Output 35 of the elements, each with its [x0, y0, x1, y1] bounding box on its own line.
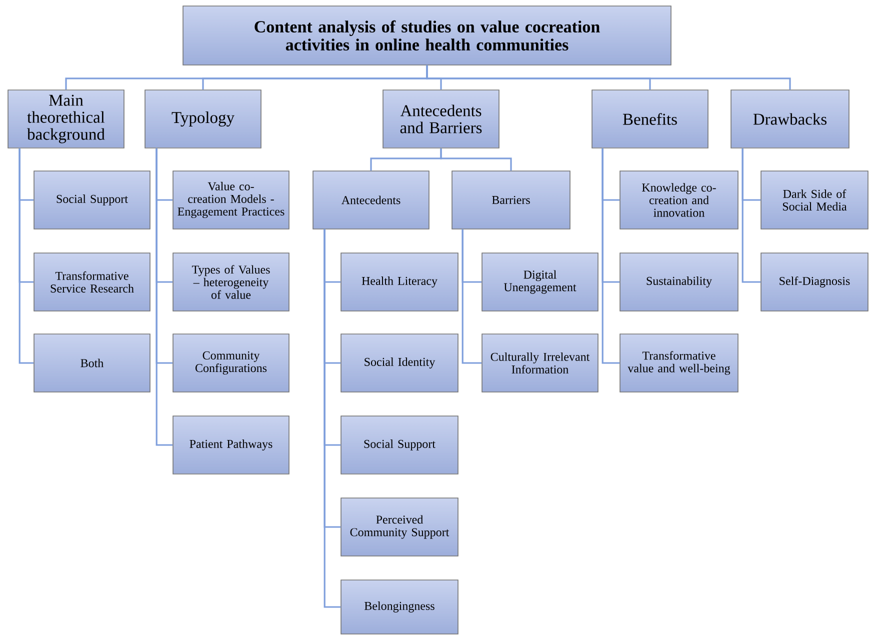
category-box: Typology	[144, 90, 262, 148]
connector-line	[156, 148, 173, 446]
subcategory-box: Value co-creation Models - Engagement Practices	[172, 170, 290, 230]
connector-line	[426, 65, 791, 90]
subcategory-box: Dark Side of Social Media	[760, 170, 868, 230]
subcategory-box: Social Identity	[340, 334, 458, 392]
subcategory-box: Types of Values – heterogeneity of value	[172, 252, 290, 312]
subcategory-box: Belongingness	[340, 580, 458, 634]
subcategory-box: Barriers	[452, 170, 570, 230]
subcategory-box: Transformative value and well-being	[620, 334, 738, 392]
subcategory-box: Digital Unengagement	[482, 252, 598, 312]
connector-line	[440, 148, 512, 171]
category-box: Main theorethical background	[8, 90, 124, 148]
connector-line	[462, 229, 482, 364]
subcategory-box: Health Literacy	[340, 252, 458, 312]
subcategory-box: Antecedents	[312, 170, 430, 230]
subcategory-box: Both	[34, 334, 150, 392]
subcategory-box: Perceived Community Support	[340, 498, 458, 556]
subcategory-box: Transformative Service Research	[34, 252, 150, 312]
title-box: Content analysis of studies on value cocreation activities in online health communities	[182, 6, 672, 66]
subcategory-box: Knowledge co-creation and innovation	[620, 170, 738, 230]
category-box: Benefits	[592, 90, 708, 148]
subcategory-box: Patient Pathways	[172, 416, 290, 474]
category-box: Drawbacks	[730, 90, 850, 148]
subcategory-box: Community Configurations	[172, 334, 290, 392]
subcategory-box: Social Support	[34, 170, 150, 230]
connector-line	[324, 229, 341, 608]
subcategory-box: Culturally Irrelevant Information	[482, 334, 598, 392]
subcategory-box: Social Support	[340, 416, 458, 474]
connector-line	[18, 148, 34, 364]
connector-line	[602, 148, 620, 364]
subcategory-box: Self-Diagnosis	[760, 252, 868, 312]
subcategory-box: Sustainability	[620, 252, 738, 312]
connector-line	[742, 148, 761, 283]
category-box: Antecedents and Barriers	[382, 90, 500, 148]
